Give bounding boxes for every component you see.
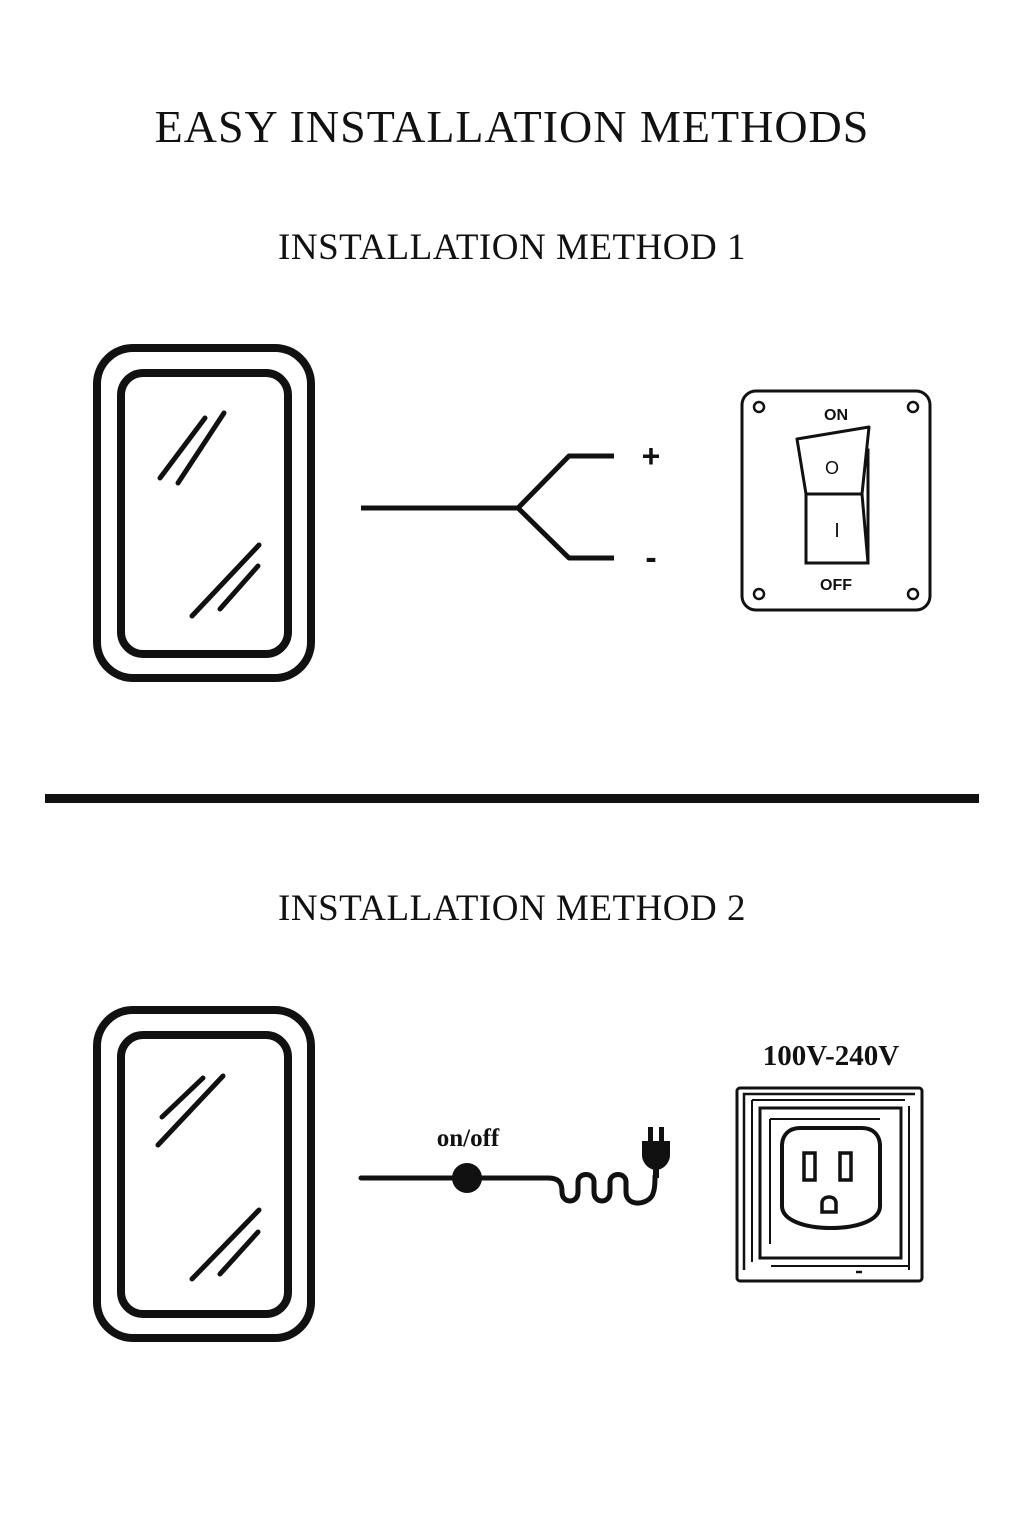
positive-terminal-label: + xyxy=(642,438,661,474)
mirror-icon xyxy=(93,344,315,682)
method-2-heading: INSTALLATION METHOD 2 xyxy=(278,888,746,929)
negative-terminal-label: - xyxy=(645,539,656,577)
section-divider xyxy=(45,794,979,803)
inline-switch-icon xyxy=(452,1163,482,1193)
switch-on-label: ON xyxy=(824,407,848,424)
power-cord xyxy=(358,1172,658,1206)
page-title: EASY INSTALLATION METHODS xyxy=(154,101,870,152)
method-1-heading: INSTALLATION METHOD 1 xyxy=(278,227,746,268)
wall-outlet-icon xyxy=(735,1086,924,1283)
plug-icon xyxy=(642,1127,670,1178)
switch-off-label: OFF xyxy=(820,577,852,594)
split-wire xyxy=(361,453,614,561)
cord-switch-label: on/off xyxy=(437,1125,500,1152)
switch-upper-symbol: O xyxy=(825,458,839,478)
mirror-icon-2 xyxy=(93,1006,315,1342)
outlet-voltage-label: 100V-240V xyxy=(763,1040,899,1072)
rocker-switch-icon: ON OFF O I xyxy=(740,389,932,612)
switch-lower-symbol: I xyxy=(834,520,840,542)
